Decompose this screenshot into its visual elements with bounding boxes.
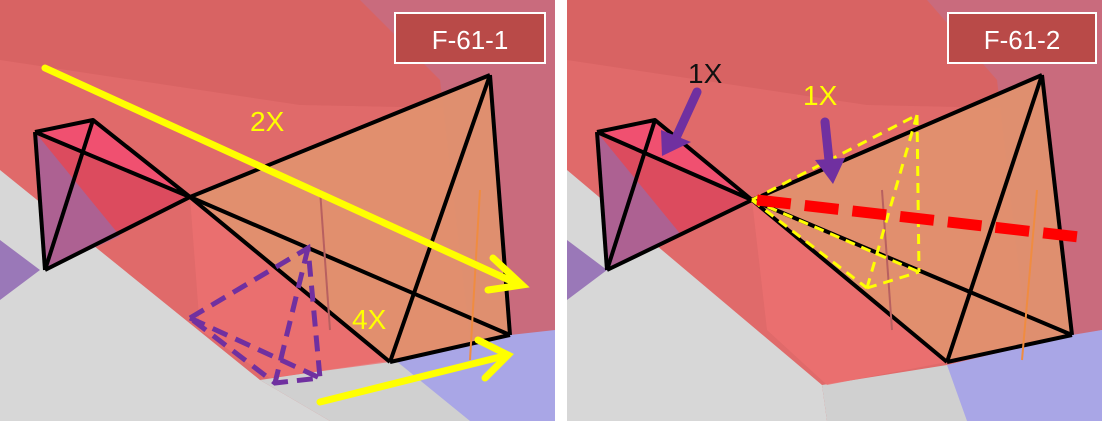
panel-f-61-2: F-61-2 1X 1X (567, 0, 1102, 421)
annotation-1x-black: 1X (688, 60, 722, 88)
panel-f-61-1: F-61-1 2X 4X (0, 0, 555, 421)
annotation-2x: 2X (250, 108, 284, 136)
panel-label: F-61-2 (947, 12, 1097, 64)
panel-label: F-61-1 (394, 12, 546, 64)
annotation-1x-yellow: 1X (803, 82, 837, 110)
annotation-4x: 4X (352, 306, 386, 334)
